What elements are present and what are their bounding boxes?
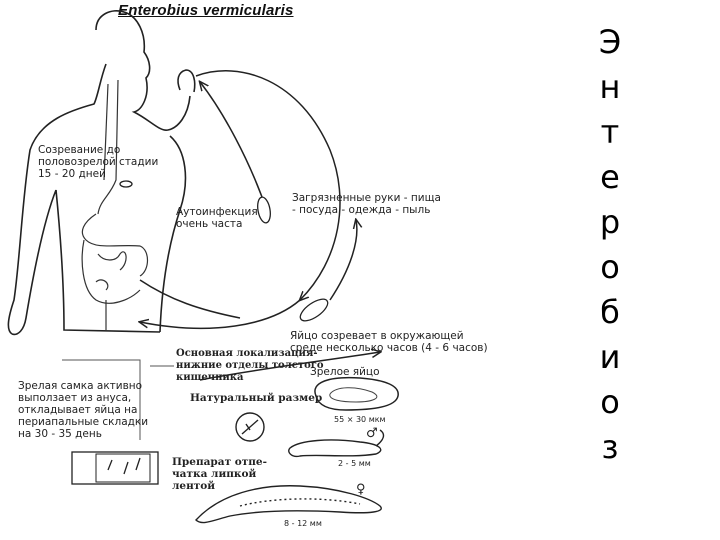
female-size-label: 8 - 12 мм: [284, 518, 322, 530]
female-symbol: ♀: [356, 484, 366, 496]
autoinfection-label: Аутоинфекция очень часта: [176, 206, 258, 230]
tape-preparation-slide: [72, 452, 158, 484]
preparation-label: Препарат отпе- чатка липкой лентой: [172, 456, 267, 492]
natural-size-label: Натуральный размер: [190, 392, 322, 404]
title-letter: о: [592, 245, 628, 290]
title-letter: Э: [592, 20, 628, 65]
title-letter: б: [592, 290, 628, 335]
title-letter: о: [592, 380, 628, 425]
title-letter: и: [592, 335, 628, 380]
male-size-label: 2 - 5 мм: [338, 458, 371, 470]
female-exits-label: Зрелая самка активно выползает из ануса,…: [18, 380, 148, 440]
natural-size-icon: [236, 413, 264, 441]
main-localization-label: Основная локализация- нижние отделы толс…: [176, 348, 324, 384]
maturation-label: Созревание до половозрелой стадии 15 - 2…: [38, 144, 158, 180]
male-symbol: ♂: [366, 428, 378, 440]
digestive-tract: [82, 80, 147, 330]
title-letter: т: [592, 110, 628, 155]
mature-egg-drawing: [315, 378, 398, 410]
title-letter: н: [592, 65, 628, 110]
vertical-title-enterobiosis: Э н т е р о б и о з: [592, 20, 628, 470]
title-letter: р: [592, 200, 628, 245]
dirty-hands-label: Загрязненные руки - пища - посуда - одеж…: [292, 192, 441, 216]
egg-size-label: 55 × 30 мкм: [334, 414, 386, 426]
mature-egg-label: Зрелое яйцо: [310, 366, 380, 378]
title-letter: е: [592, 155, 628, 200]
title-letter: з: [592, 425, 628, 470]
